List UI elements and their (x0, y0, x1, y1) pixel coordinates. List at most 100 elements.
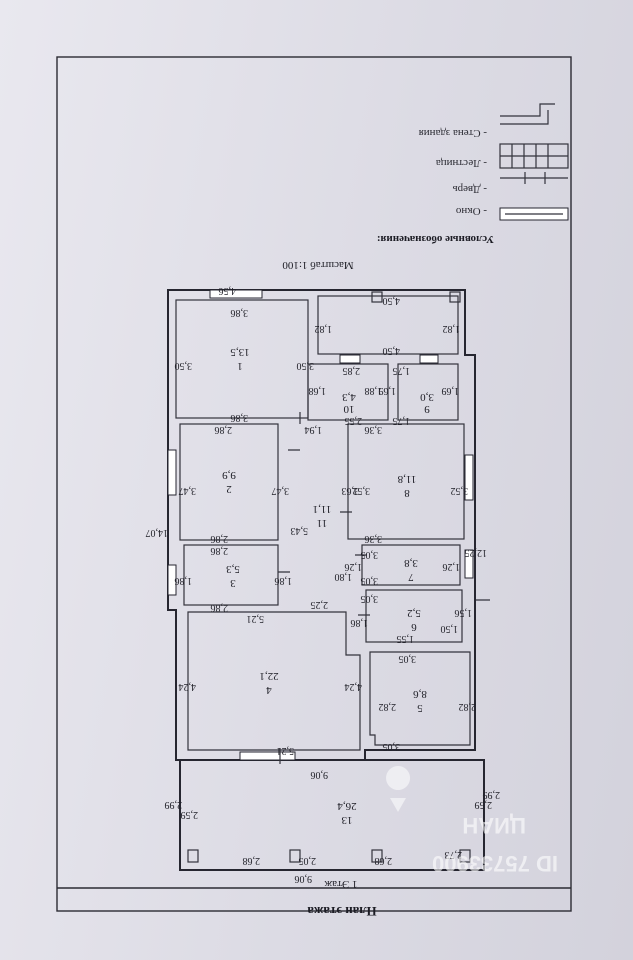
dim-label: 2,59 (475, 799, 493, 810)
dim-label: 4,56 (219, 285, 237, 296)
dim-label: 5,21 (247, 613, 265, 624)
legend-window-label: - Окно (455, 205, 487, 217)
room-11-area: 11,1 (313, 503, 332, 515)
dim-label: 2,86 (211, 545, 229, 556)
room-labels: 1 13,5 2 9,9 3 5,3 4 22,1 5 8,6 6 5,2 7 … (222, 346, 434, 826)
room-3-area: 5,3 (226, 563, 240, 575)
dim-label: 2,85 (343, 365, 361, 376)
dim-label: 3,05 (361, 549, 379, 560)
room-10-area: 4,3 (342, 391, 356, 403)
dim-label: 2,59 (181, 809, 199, 820)
dim-label: 1,75 (393, 415, 411, 426)
dim-label: 4,50 (383, 295, 401, 306)
dim-label: 5,21 (277, 745, 295, 756)
dim-label: 1,80 (335, 571, 353, 582)
room-13-area: 26,4 (337, 800, 357, 812)
room-13-number: 13 (341, 814, 353, 826)
dim-label: 2,99 (165, 799, 183, 810)
room-6-number: 6 (411, 621, 417, 633)
dim-label: 2,68 (243, 855, 261, 866)
dim-label: 3,05 (383, 741, 401, 752)
dim-label: 9,06 (295, 873, 313, 884)
dim-label: 14,07 (146, 527, 169, 538)
dim-label: 3,50 (175, 360, 193, 371)
dim-label: 1,88 (365, 385, 383, 396)
dim-label: 2,86 (211, 533, 229, 544)
room-4-area: 22,1 (259, 670, 278, 682)
dim-label: 1,56 (455, 607, 473, 618)
dim-label: 1,86 (175, 575, 193, 586)
dim-label: 5,43 (291, 525, 309, 536)
room-8-number: 8 (404, 487, 410, 499)
legend-symbols (499, 103, 569, 221)
room-1-area: 13,5 (230, 346, 250, 358)
room-11-number: 11 (317, 517, 328, 529)
dim-label: 1,94 (305, 424, 323, 435)
dim-label: 3,86 (231, 307, 249, 318)
dim-label: 12,25 (465, 547, 488, 558)
dim-label: 2,68 (375, 855, 393, 866)
dim-label: 1,26 (345, 561, 363, 572)
dim-label: 1,68 (309, 385, 327, 396)
dim-label: 3,63 (342, 485, 360, 496)
dim-label: 3,52 (451, 485, 469, 496)
dim-label: 2,86 (211, 602, 229, 613)
dim-label: 3,05 (399, 653, 417, 664)
dim-label: 1,26 (443, 561, 461, 572)
room-8-area: 11,8 (397, 473, 416, 485)
dim-label: 3,05 (361, 593, 379, 604)
legend-heading: Условные обозначения: (377, 233, 494, 245)
room-5-area: 8,6 (413, 688, 427, 700)
legend-door-label: - Дверь (453, 183, 487, 195)
dim-label: 3,47 (179, 485, 197, 496)
dim-label: 3,36 (365, 533, 383, 544)
room-7-area: 3,8 (404, 557, 418, 569)
room-9-area: 3,0 (420, 391, 434, 403)
dim-label: 1,69 (379, 385, 397, 396)
dim-label: 1,82 (315, 323, 333, 334)
dim-label: 1,69 (442, 385, 460, 396)
dim-label: 1,75 (393, 365, 411, 376)
dim-label: 2,82 (379, 701, 397, 712)
scale-label: Масштаб 1:100 (282, 259, 354, 271)
watermark-brand: ЦИАН (462, 813, 526, 838)
dim-label: 3,86 (231, 412, 249, 423)
floor-label: 1 Этаж (324, 878, 357, 890)
room-4-number: 4 (266, 684, 272, 696)
dim-label: 4,24 (345, 681, 363, 692)
dim-label: 4,50 (383, 345, 401, 356)
dim-label: 1,86 (351, 617, 369, 628)
plan-walls (167, 289, 490, 871)
dim-label: 3,47 (272, 485, 290, 496)
dim-label: 2,99 (483, 789, 501, 800)
drawing-frame (56, 56, 572, 912)
legend-door-symbol (500, 172, 568, 184)
room-5-number: 5 (417, 702, 423, 714)
plan-title: План этажа (307, 904, 377, 919)
legend-wall-symbol (500, 103, 555, 125)
dim-label: 2,82 (459, 701, 477, 712)
dim-label: 3,50 (297, 360, 315, 371)
dim-label: 2,86 (215, 424, 233, 435)
dim-label: 3,52 (353, 485, 371, 496)
room-1-number: 1 (237, 360, 243, 372)
dim-label: 2,25 (311, 599, 329, 610)
dim-label: 1,82 (443, 323, 461, 334)
dim-label: 4,24 (179, 681, 197, 692)
legend-wall-label: - Стена здания (419, 127, 487, 139)
legend-stair-label: - Лестница (436, 157, 487, 169)
watermark: ЦИАН ID 75733900 (386, 766, 558, 876)
dim-label: 2,55 (345, 415, 363, 426)
dim-label: 3,36 (365, 424, 383, 435)
room-2-area: 9,9 (222, 469, 236, 481)
room-7-number: 7 (408, 571, 414, 583)
dim-label: 9,06 (311, 769, 329, 780)
room-3-number: 3 (230, 577, 236, 589)
dim-label: 1,86 (275, 575, 293, 586)
dim-label: 1,55 (397, 633, 415, 644)
dim-label: 1,50 (441, 623, 459, 634)
dimension-labels: 4,56 3,86 3,50 3,50 3,86 4,50 1,82 1,82 … (146, 285, 501, 884)
room-10-number: 10 (343, 403, 355, 415)
dim-label: 2,05 (299, 855, 317, 866)
